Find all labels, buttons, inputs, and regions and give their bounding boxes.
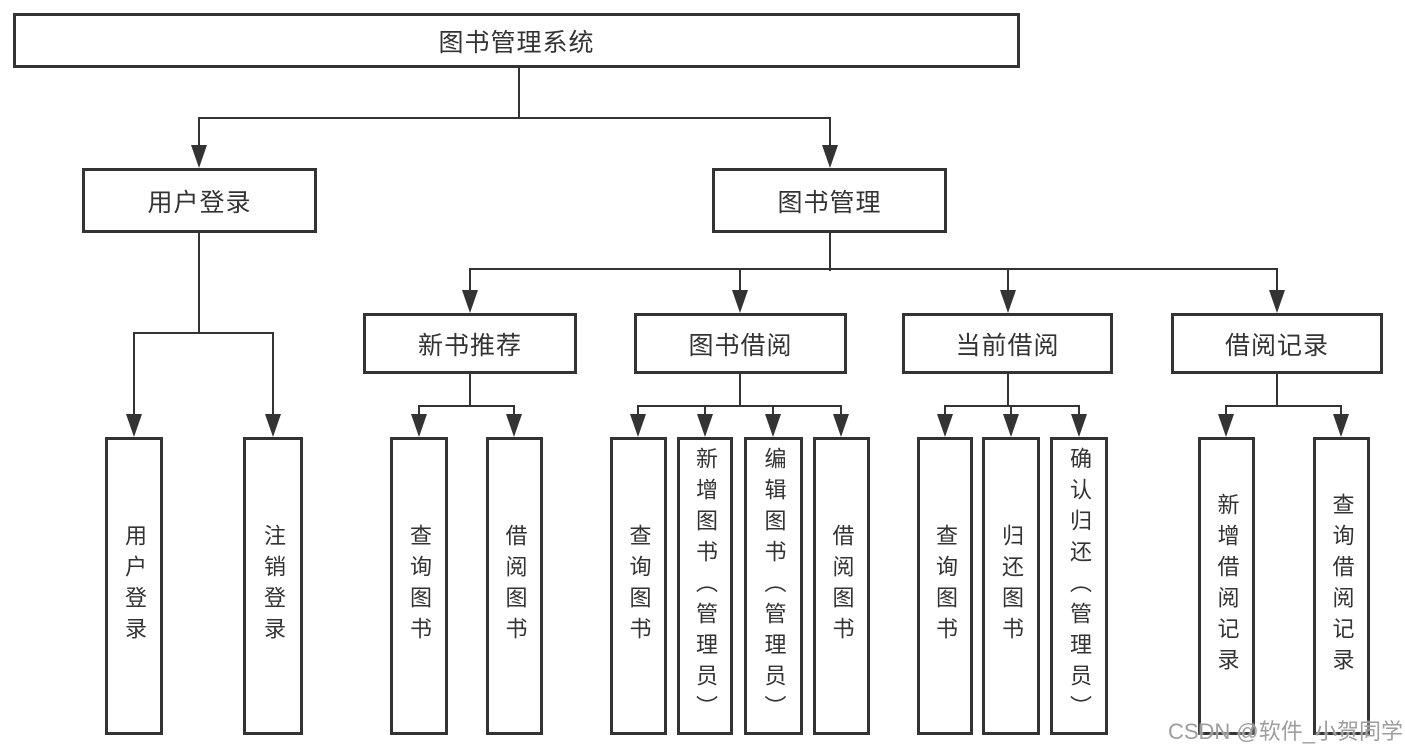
leaf-edit-book-admin-label: 编辑图书（管理员） [761,446,787,726]
connector-line-vertical [1010,405,1012,420]
connector-line-vertical [1340,405,1342,420]
leaf-return-book: 归还图书 [982,437,1040,735]
leaf-return-book-label: 归还图书 [999,524,1024,648]
node-borrowing-records: 借阅记录 [1171,313,1383,374]
connector-line-vertical [198,117,200,151]
arrow-head-down-icon [411,414,427,437]
arrow-head-down-icon [1000,290,1016,313]
node-current-borrowing-label: 当前借阅 [955,331,1060,360]
connector-line-vertical [418,405,420,420]
node-new-book-recommendation: 新书推荐 [363,313,577,374]
node-current-borrowing: 当前借阅 [902,313,1113,374]
connector-line-vertical [198,231,200,334]
leaf-confirm-return-admin-label: 确认归还（管理员） [1067,446,1092,726]
connector-line-vertical [1007,268,1009,296]
arrow-head-down-icon [732,290,748,313]
node-library-management-system-label: 图书管理系统 [438,28,595,57]
connector-line-vertical [944,405,946,420]
arrow-head-down-icon [937,414,953,437]
node-borrowing-records-label: 借阅记录 [1224,331,1329,360]
leaf-confirm-return-admin: 确认归还（管理员） [1050,437,1108,735]
leaf-logout-label: 注销登录 [261,524,286,648]
connector-line-vertical [772,405,774,420]
connector-line-vertical [272,332,274,420]
leaf-borrow-books-1: 借阅图书 [486,437,543,735]
connector-line-horizontal [198,117,831,119]
leaf-borrow-books-2: 借阅图书 [813,437,870,735]
connector-line-vertical [133,332,135,420]
connector-line-vertical [513,405,515,420]
leaf-query-books-1: 查询图书 [390,437,448,735]
arrow-head-down-icon [697,414,713,437]
connector-line-vertical [1276,372,1278,407]
leaf-add-borrow-record-label: 新增借阅记录 [1214,493,1240,679]
arrow-head-down-icon [822,145,838,168]
connector-line-vertical [840,405,842,420]
leaf-borrow-books-2-label: 借阅图书 [829,524,855,648]
arrow-head-down-icon [1071,414,1087,437]
connector-line-horizontal [944,405,1080,407]
connector-line-vertical [704,405,706,420]
arrow-head-down-icon [462,290,478,313]
connector-line-vertical [1225,405,1227,420]
node-library-management-system: 图书管理系统 [13,13,1020,68]
connector-line-vertical [469,268,471,296]
node-user-login: 用户登录 [82,168,317,233]
leaf-add-borrow-record: 新增借阅记录 [1198,437,1255,735]
connector-line-vertical [518,66,520,119]
leaf-user-login: 用户登录 [105,437,163,735]
connector-line-vertical [739,268,741,296]
connector-line-horizontal [469,268,1278,270]
connector-line-vertical [1276,268,1278,296]
csdn-watermark: CSDN @软件_小贺同学 [1167,719,1403,744]
arrow-head-down-icon [833,414,849,437]
connector-line-horizontal [1225,405,1342,407]
connector-line-vertical [1007,372,1009,407]
connector-line-horizontal [133,332,274,334]
leaf-query-books-1-label: 查询图书 [407,524,432,648]
arrow-head-down-icon [1003,414,1019,437]
node-new-book-recommendation-label: 新书推荐 [417,331,522,360]
connector-line-vertical [829,231,831,271]
node-book-borrowing: 图书借阅 [634,313,847,374]
arrow-head-down-icon [265,414,281,437]
connector-line-vertical [739,372,741,407]
node-book-management: 图书管理 [712,168,947,233]
arrow-head-down-icon [765,414,781,437]
leaf-query-books-2: 查询图书 [610,437,667,735]
arrow-head-down-icon [1218,414,1234,437]
connector-line-vertical [637,405,639,420]
node-book-management-label: 图书管理 [777,188,882,217]
leaf-query-borrow-record-label: 查询借阅记录 [1329,493,1355,679]
connector-line-vertical [469,372,471,407]
arrow-head-down-icon [126,414,142,437]
arrow-head-down-icon [1269,290,1285,313]
node-user-login-label: 用户登录 [147,188,252,217]
leaf-query-borrow-record: 查询借阅记录 [1313,437,1370,735]
connector-line-vertical [829,117,831,151]
arrow-head-down-icon [1333,414,1349,437]
leaf-user-login-label: 用户登录 [122,524,147,648]
arrow-head-down-icon [191,145,207,168]
connector-line-horizontal [637,405,842,407]
leaf-add-book-admin: 新增图书（管理员） [677,437,733,735]
leaf-query-books-3-label: 查询图书 [933,524,958,648]
arrow-head-down-icon [630,414,646,437]
leaf-logout: 注销登录 [243,437,303,735]
leaf-borrow-books-1-label: 借阅图书 [502,524,528,648]
arrow-head-down-icon [506,414,522,437]
connector-line-horizontal [418,405,515,407]
node-book-borrowing-label: 图书借阅 [688,331,793,360]
leaf-query-books-2-label: 查询图书 [626,524,652,648]
leaf-query-books-3: 查询图书 [917,437,973,735]
leaf-edit-book-admin: 编辑图书（管理员） [744,437,803,735]
leaf-add-book-admin-label: 新增图书（管理员） [693,446,718,726]
connector-line-vertical [1078,405,1080,420]
